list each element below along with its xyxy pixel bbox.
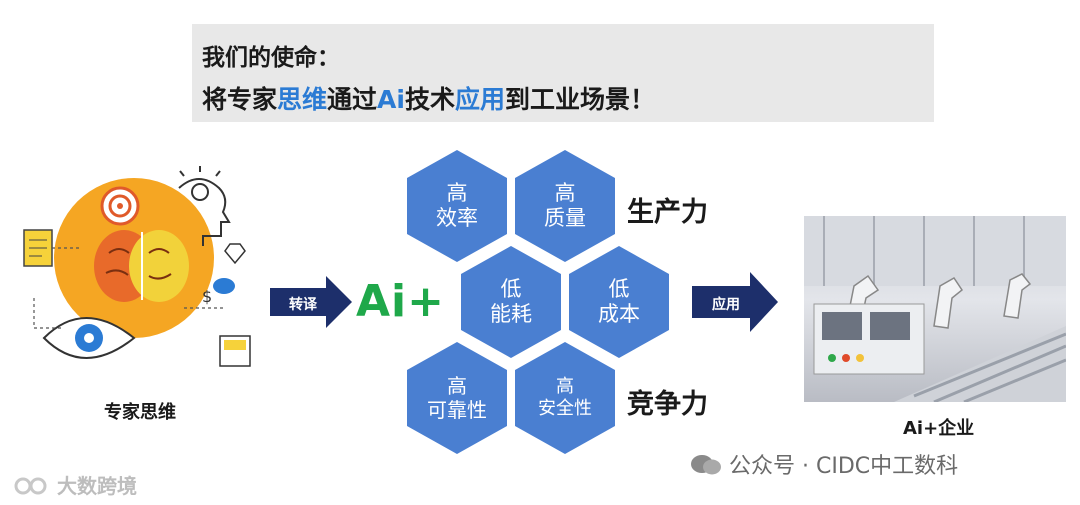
hex-high-reliability: 高 可靠性: [407, 342, 507, 454]
hex-low-energy: 低 能耗: [461, 246, 561, 358]
mission-highlight-thinking: 思维: [277, 85, 328, 114]
robotic-production-line: [804, 216, 1066, 402]
ai-plus-text: Ai+: [356, 276, 446, 327]
hex-high-efficiency: 高 效率: [407, 150, 507, 262]
apply-label: 应用: [712, 297, 740, 313]
factory-image: [804, 216, 1066, 402]
hex-high-quality: 高 质量: [515, 150, 615, 262]
mission-banner: 我们的使命： 将专家思维通过Ai技术应用到工业场景！: [192, 24, 934, 122]
brand-logo-text: 大数跨境: [56, 474, 137, 498]
dashed-connectors: [33, 247, 224, 329]
hex-line-2: 成本: [598, 302, 640, 326]
hex-line-1: 低: [608, 276, 630, 301]
wechat-watermark-text: 公众号 · CIDC中工数科: [729, 454, 959, 479]
mission-part: 到工业场景！: [505, 85, 656, 114]
mission-statement: 将专家思维通过Ai技术应用到工业场景！: [202, 80, 655, 116]
apply-arrow: [692, 272, 778, 332]
translate-arrow: [270, 276, 352, 328]
checklist-icon: [219, 335, 251, 367]
hex-line-2: 能耗: [490, 302, 532, 326]
mission-heading: 我们的使命：: [202, 45, 340, 71]
mission-part: 通过: [327, 85, 378, 114]
brand-logo-icon: [14, 476, 50, 496]
dollar-chat-icon: $: [202, 278, 235, 306]
brain-icon: [94, 230, 189, 302]
mission-part: 技术: [404, 85, 455, 114]
wechat-icon: [690, 454, 722, 476]
translate-label: 转译: [289, 297, 317, 313]
hex-line-1: 高: [447, 374, 467, 398]
hex-line-2: 质量: [544, 206, 586, 230]
hex-low-cost: 低 成本: [569, 246, 669, 358]
document-icon: [23, 229, 53, 267]
head-lightbulb-icon: [178, 166, 231, 246]
hex-line-1: 高: [556, 376, 574, 398]
hex-line-1: 低: [500, 276, 522, 301]
ai-enterprise-label: Ai+企业: [903, 418, 975, 439]
mission-part: 将专家: [202, 85, 278, 114]
mission-highlight-apply: 应用: [454, 85, 505, 114]
productivity-label: 生产力: [627, 197, 708, 228]
hex-line-1: 高: [446, 180, 468, 205]
mission-highlight-ai: Ai: [377, 85, 405, 114]
svg-text:$: $: [202, 287, 212, 306]
expert-thinking-label: 专家思维: [104, 402, 176, 423]
expert-thinking-illustration: $: [23, 166, 251, 367]
hex-high-safety: 高 安全性: [515, 342, 615, 454]
hex-line-2: 效率: [436, 206, 478, 230]
eye-icon: [42, 317, 136, 359]
wechat-watermark: 公众号 · CIDC中工数科: [690, 448, 958, 480]
diamond-icon: [224, 243, 246, 265]
target-icon: [100, 186, 140, 226]
competitiveness-label: 竞争力: [627, 389, 708, 420]
hex-line-2: 安全性: [538, 398, 592, 419]
hex-line-2: 可靠性: [427, 398, 487, 422]
hex-line-1: 高: [554, 180, 576, 205]
brand-logo-watermark: 大数跨境: [14, 470, 137, 499]
